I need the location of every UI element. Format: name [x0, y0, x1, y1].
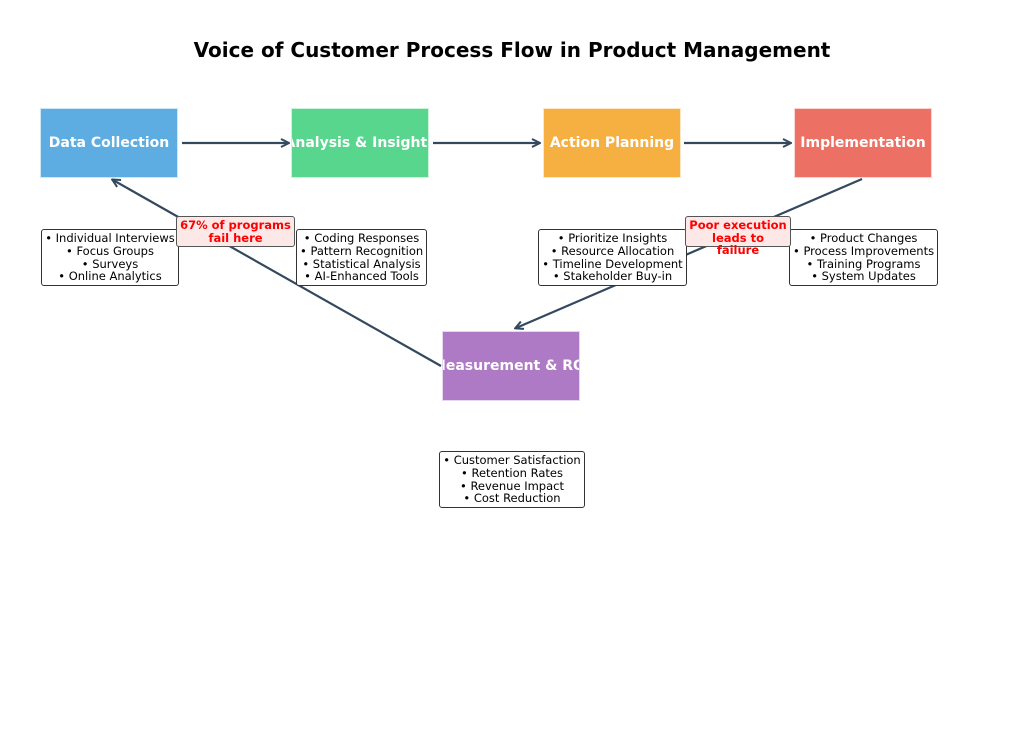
callout-line: fail here — [208, 230, 263, 245]
detail-item: • Prioritize Insights — [557, 231, 668, 245]
detail-item: • Retention Rates — [461, 465, 563, 480]
detail-item: • Surveys — [81, 256, 139, 271]
arrow-implementation-to-measurement — [516, 177, 863, 328]
detail-item: • Online Analytics — [58, 269, 162, 284]
detail-item: • Stakeholder Buy-in — [552, 269, 673, 284]
stage-data-collection: Data Collection — [40, 108, 178, 178]
detail-item: • Statistical Analysis — [302, 256, 421, 271]
detail-item: • Timeline Development — [542, 256, 683, 271]
detail-item: • Individual Interviews — [45, 231, 175, 245]
stage-label: Data Collection — [48, 135, 170, 151]
diagram-title: Voice of Customer Process Flow in Produc… — [193, 38, 831, 62]
callout-line: 67% of programs — [180, 218, 291, 232]
detail-item: • Customer Satisfaction — [443, 453, 581, 467]
stage-label: Action Planning — [549, 135, 675, 151]
stage-measurement-roi: Measurement & ROI — [442, 331, 580, 401]
stage-analysis-insights: Analysis & Insights — [291, 108, 429, 178]
arrow-measurement-to-collection — [113, 180, 442, 367]
callout-line: Poor execution — [689, 218, 787, 232]
detail-item: • Focus Groups — [66, 243, 154, 258]
details-implementation: • Product Changes • Process Improvements… — [789, 229, 938, 286]
stage-label: Analysis & Insights — [291, 135, 429, 151]
details-measurement-roi: • Customer Satisfaction • Retention Rate… — [439, 451, 585, 508]
detail-item: • System Updates — [811, 269, 916, 284]
stage-label: Measurement & ROI — [442, 358, 579, 374]
details-analysis-insights: • Coding Responses • Pattern Recognition… — [296, 229, 427, 286]
detail-item: • Coding Responses — [303, 231, 420, 245]
detail-item: • Pattern Recognition — [300, 243, 424, 258]
stage-action-planning: Action Planning — [543, 108, 681, 178]
callout-line: leads to failure — [712, 230, 764, 257]
callout-program-failure: 67% of programs fail here — [176, 216, 295, 247]
details-data-collection: • Individual Interviews • Focus Groups •… — [41, 229, 179, 286]
details-action-planning: • Prioritize Insights • Resource Allocat… — [538, 229, 687, 286]
detail-item: • Training Programs — [806, 256, 921, 271]
detail-item: • AI-Enhanced Tools — [304, 269, 419, 284]
detail-item: • Resource Allocation — [550, 243, 675, 258]
stage-label: Implementation — [800, 135, 926, 151]
stage-implementation: Implementation — [794, 108, 932, 178]
detail-item: • Product Changes — [809, 231, 918, 245]
detail-item: • Cost Reduction — [463, 491, 561, 506]
detail-item: • Revenue Impact — [460, 478, 564, 493]
detail-item: • Process Improvements — [793, 243, 935, 258]
callout-execution-failure: Poor execution leads to failure — [685, 216, 791, 256]
